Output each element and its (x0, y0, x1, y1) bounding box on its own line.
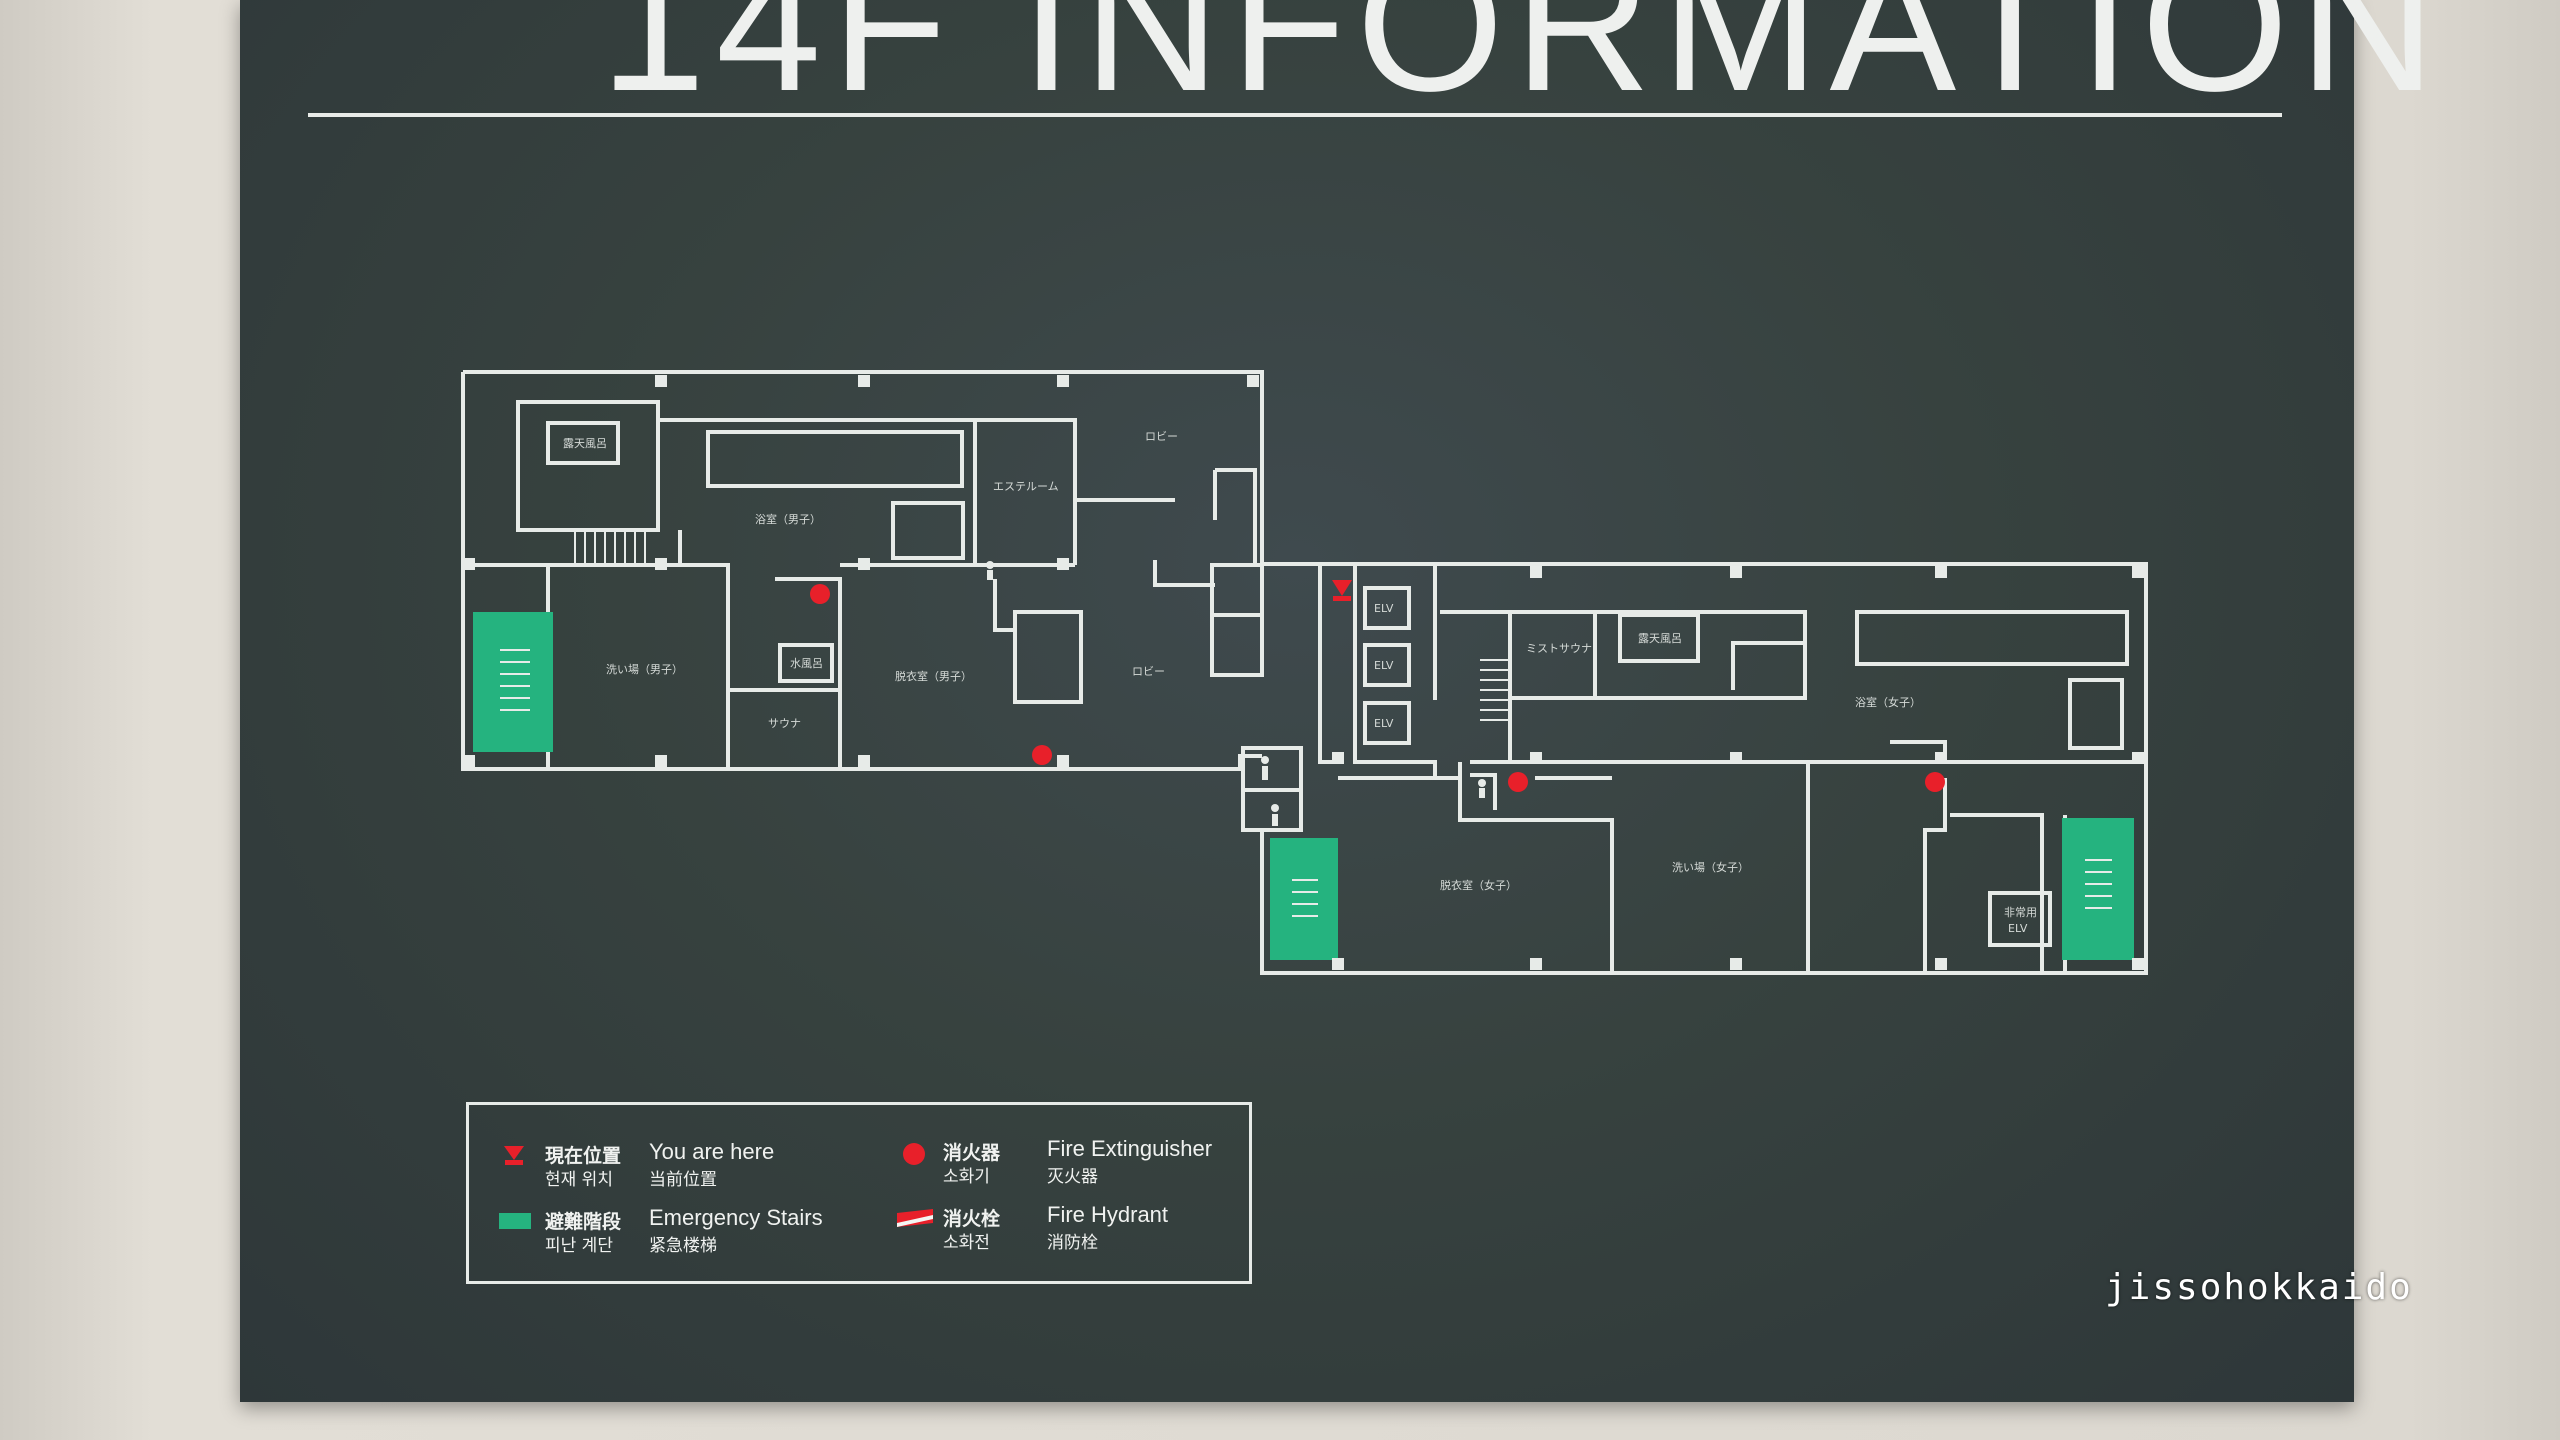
wall-elv-3 (1363, 701, 1411, 745)
wall-outdoor-tub-men (546, 421, 620, 465)
wall-outdoor-tub-women (1618, 613, 1700, 663)
title-underline (308, 113, 2282, 117)
legend-extinguisher-ko: 소화기 (943, 1167, 990, 1187)
room-label: ELV (1374, 659, 1394, 672)
extinguisher-marker (1925, 772, 1945, 792)
you-are-here-icon (504, 1146, 524, 1165)
wall-women-9 (1470, 773, 1497, 810)
room-label: エステルーム (993, 480, 1059, 493)
room-label: 露天風呂 (1638, 632, 1682, 645)
fire-extinguisher-icon (903, 1143, 925, 1165)
wall-men-4 (658, 418, 977, 565)
room-label: 脱衣室（女子） (1440, 878, 1517, 892)
wall-bath-box-men (891, 501, 965, 560)
plan-outline-women (1260, 562, 2148, 975)
room-label: ロビー (1145, 430, 1178, 443)
wall-men-box (1013, 610, 1083, 704)
you-are-here-marker (1332, 580, 1352, 601)
wall-bath-tub-men (706, 430, 964, 488)
wall-women-4 (1731, 641, 1805, 690)
legend-stairs-zh: 紧急楼梯 (649, 1236, 717, 1256)
room-label: 露天風呂 (563, 437, 607, 450)
wall-women-13 (1950, 813, 2044, 973)
columns (463, 375, 2144, 970)
room-label: サウナ (768, 717, 801, 730)
watermark: jissohokkaido (2105, 1267, 2413, 1308)
room-label: 洗い場（女子） (1672, 860, 1749, 874)
wall-women-12 (1923, 778, 1947, 973)
extinguisher-marker (810, 584, 830, 604)
legend-extinguisher-ja: 消火器 (943, 1142, 1001, 1164)
wall-bath-tub-women (1855, 610, 2129, 666)
wall-cold-bath (778, 643, 834, 683)
legend-hydrant-zh: 消防栓 (1047, 1233, 1098, 1253)
wall-women-5 (1338, 776, 1462, 820)
legend-hydrant-ko: 소화전 (943, 1233, 990, 1253)
wall-men-13 (1215, 468, 1257, 565)
legend-stairs-ko: 피난 계단 (545, 1236, 613, 1256)
room-label: ロビー (1132, 665, 1165, 678)
room-label: ELV (1374, 602, 1394, 615)
emergency-stairs-women (2062, 818, 2134, 960)
wall-bath-box-women (2068, 678, 2124, 750)
legend-hydrant-en: Fire Hydrant (1047, 1202, 1169, 1227)
wall-service-elv (1988, 891, 2052, 947)
wall-women-1 (1440, 610, 1512, 762)
stairs-women-upper (1480, 659, 1510, 721)
room-label: 水風呂 (790, 657, 823, 670)
wall-elv-2 (1363, 643, 1411, 687)
plan-outline-men (463, 370, 1340, 764)
room-label: 洗い場（男子） (606, 663, 683, 676)
legend-stairs-en: Emergency Stairs (649, 1205, 823, 1230)
legend-here-en: You are here (649, 1139, 775, 1164)
legend-here-ko: 현재 위치 (545, 1170, 613, 1190)
legend-extinguisher-en: Fire Extinguisher (1047, 1136, 1213, 1161)
wall-women-6 (1458, 762, 1614, 973)
wall-elv-shaft (1353, 564, 1437, 778)
legend-stairs-ja: 避難階段 (545, 1211, 622, 1233)
wall-women-2 (1510, 610, 1807, 700)
wall-men-10 (975, 418, 1077, 565)
wall-men-6 (680, 563, 730, 600)
extinguisher-marker (1508, 772, 1528, 792)
room-label: ELV (2008, 922, 2028, 935)
room-label: 非常用 (2004, 906, 2037, 919)
room-label: ミストサウナ (1526, 642, 1592, 655)
wall-men-11 (993, 579, 1015, 632)
room-label: ELV (1374, 717, 1394, 730)
wall-men-15 (1153, 560, 1215, 587)
room-label: 浴室（女子） (1855, 695, 1921, 709)
information-board (240, 0, 2354, 1402)
legend-box: 現在位置 현재 위치 You are here 当前位置 避難階段 피난 계단 … (466, 1102, 1252, 1284)
plan-outline-men-bottom (461, 372, 1262, 771)
emergency-stairs-group (473, 612, 2134, 960)
fire-extinguishers (810, 584, 1945, 792)
legend-extinguisher-zh: 灭火器 (1047, 1167, 1098, 1187)
room-label: 脱衣室（男子） (895, 669, 972, 683)
extinguisher-marker (1032, 745, 1052, 765)
toilet-icons (986, 561, 1486, 826)
emergency-stairs-men (473, 612, 553, 752)
stairs-men-upper (574, 530, 646, 563)
wall-men-corridor-box (1210, 563, 1264, 677)
wall-men-7 (775, 577, 842, 769)
stairs-icon (499, 1213, 531, 1229)
fire-hydrant-icon (897, 1209, 933, 1227)
legend-here-ja: 現在位置 (545, 1145, 622, 1167)
room-label: 浴室（男子） (755, 512, 821, 526)
legend-here-zh: 当前位置 (649, 1170, 717, 1190)
emergency-stairs-center (1270, 838, 1338, 960)
wall-elv-1 (1363, 586, 1411, 630)
legend-hydrant-ja: 消火栓 (943, 1208, 1001, 1230)
